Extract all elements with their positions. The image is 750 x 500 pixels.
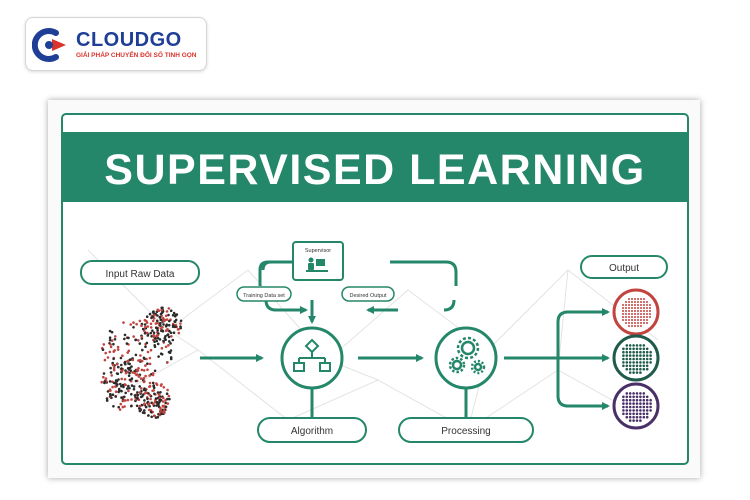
output-red-node xyxy=(612,288,660,336)
desired-output-box xyxy=(341,286,395,302)
data-cluster-icon xyxy=(100,306,183,419)
flowchart-icon xyxy=(293,338,331,372)
output-purple-dots xyxy=(622,392,652,422)
input-label: Input Raw Data xyxy=(106,269,175,280)
diagram-canvas: SUPERVISED LEARNING Input Raw Data Super… xyxy=(61,113,689,465)
person-at-computer-icon xyxy=(306,257,328,272)
output-label-box xyxy=(580,255,668,279)
input-label-box xyxy=(80,260,200,285)
diagram-title: SUPERVISED LEARNING xyxy=(104,146,645,194)
title-banner xyxy=(62,132,688,202)
brand-name: CLOUDGO xyxy=(76,29,182,51)
training-data-label: Training Data set xyxy=(243,293,285,299)
algorithm-label: Algorithm xyxy=(291,426,333,437)
processing-label-box xyxy=(398,417,534,443)
output-label: Output xyxy=(609,263,639,274)
output-red-dots xyxy=(622,298,651,327)
supervisor-label: Supervisor xyxy=(305,248,331,254)
supervisor-loop-right xyxy=(390,260,458,286)
gears-icon xyxy=(448,336,486,375)
brand-logo-card[interactable]: CLOUDGO GIẢI PHÁP CHUYỂN ĐỔI SỐ TINH GỌN xyxy=(25,17,207,71)
processing-label: Processing xyxy=(441,426,490,437)
brand-tagline: GIẢI PHÁP CHUYỂN ĐỔI SỐ TINH GỌN xyxy=(76,52,197,59)
cloudgo-logo-icon xyxy=(32,28,66,62)
training-data-box xyxy=(236,286,292,302)
output-green-dots xyxy=(622,344,652,374)
algorithm-label-box xyxy=(257,417,367,443)
desired-output-label: Desired Output xyxy=(350,293,387,299)
supervised-learning-figure: SUPERVISED LEARNING Input Raw Data Super… xyxy=(48,100,700,478)
